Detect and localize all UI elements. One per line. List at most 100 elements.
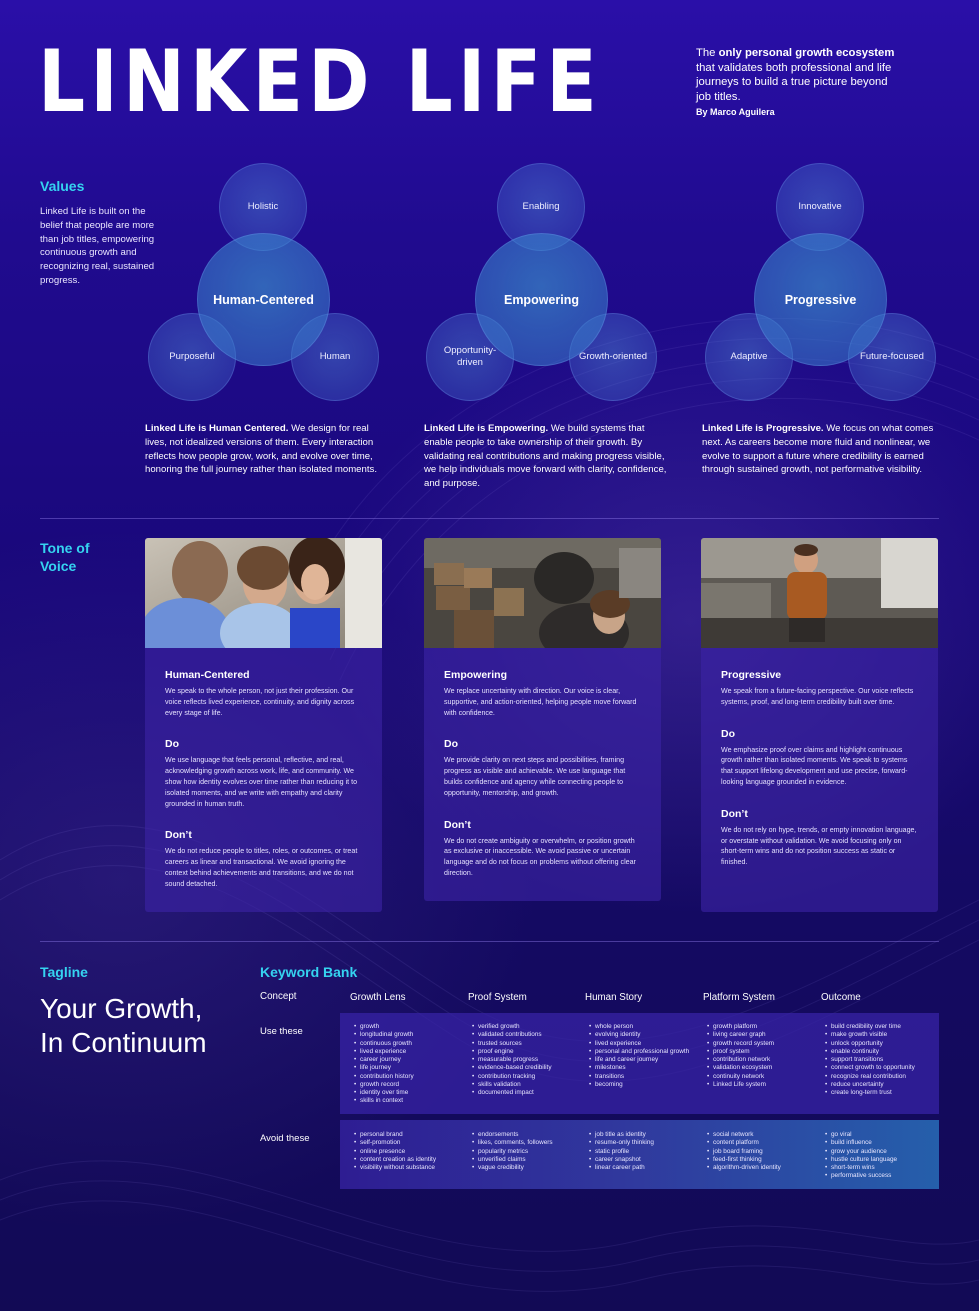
venn-3-center: Progressive [754,233,887,366]
card-1-do-label: Do [165,738,179,751]
keyword-item: linear career path [589,1164,701,1172]
keyword-bank-title: Keyword Bank [260,964,358,980]
card-2-dont-text: We do not create ambiguity or overwhelm,… [444,836,636,877]
keyword-use-label: Use these [260,1026,303,1037]
keyword-item: social network [707,1131,819,1139]
keyword-item: continuous growth [354,1040,466,1048]
card-3-do-label: Do [721,727,735,740]
tone-card-empowering: Empowering We replace uncertainty with d… [424,538,661,901]
keyword-item: career snapshot [589,1156,701,1164]
keyword-item: contribution network [707,1056,819,1064]
keyword-column-growth-lens: Growth Lens [350,992,406,1003]
keyword-item: job title as identity [589,1131,701,1139]
value-description-1: Linked Life is Human Centered. We design… [145,422,390,477]
keyword-item: recognize real contribution [825,1073,937,1081]
keyword-item: build credibility over time [825,1023,937,1031]
keyword-item: content platform [707,1139,819,1147]
card-3-dont-text: We do not rely on hype, trends, or empty… [721,825,917,867]
logo-wordmark: LINKED LIFE [38,32,602,132]
keyword-avoid-list-platform-system: social networkcontent platformjob board … [707,1131,819,1172]
card-2-intro: We replace uncertainty with direction. O… [444,687,637,717]
author-credit: By Marco Aguilera [696,107,775,117]
keyword-item: short-term wins [825,1164,937,1172]
keyword-item: lived experience [589,1040,701,1048]
tagline-line-1: Your Growth, [40,993,203,1024]
keyword-item: connect growth to opportunity [825,1064,937,1072]
keyword-item: trusted sources [472,1040,584,1048]
card-3-do-text: We emphasize proof over claims and highl… [721,745,908,786]
keyword-item: likes, comments, followers [472,1139,584,1147]
keyword-item: unlock opportunity [825,1040,937,1048]
card-3-heading: Progressive [721,669,782,681]
venn-3-right: Future-focused [848,313,936,401]
keyword-item: identity over time [354,1089,466,1097]
keyword-item: endorsements [472,1131,584,1139]
tone-card-progressive: Progressive We speak from a future-facin… [701,538,938,912]
keyword-item: measurable progress [472,1056,584,1064]
keyword-use-list-proof-system: verified growthvalidated contributionstr… [472,1023,584,1097]
keyword-avoid-label: Avoid these [260,1133,310,1144]
keyword-item: personal and professional growth [589,1048,701,1056]
photo-workshop-man [701,538,938,648]
keyword-item: transitions [589,1073,701,1081]
keyword-item: growth platform [707,1023,819,1031]
keyword-item: Linked Life system [707,1081,819,1089]
value-1-lead: Linked Life is Human Centered. [145,423,289,434]
card-2-heading: Empowering [444,669,508,681]
photo-friends-laughing [145,538,382,648]
keyword-item: skills validation [472,1081,584,1089]
keyword-item: static profile [589,1148,701,1156]
card-1-heading: Human-Centered [165,669,250,681]
keyword-item: visibility without substance [354,1164,466,1172]
keyword-item: resume-only thinking [589,1139,701,1147]
keyword-column-outcome: Outcome [821,992,861,1003]
keyword-avoid-list-outcome: go viralbuild influencegrow your audienc… [825,1131,937,1181]
section-divider-2 [40,941,939,942]
card-2-do-label: Do [444,738,458,751]
venn-2-left: Opportunity-driven [426,313,514,401]
keyword-use-list-outcome: build credibility over timemake growth v… [825,1023,937,1097]
keyword-item: validated contributions [472,1031,584,1039]
keyword-item: go viral [825,1131,937,1139]
keyword-item: contribution history [354,1073,466,1081]
card-2-do-text: We provide clarity on next steps and pos… [444,756,626,797]
keyword-item: growth record system [707,1040,819,1048]
card-1-do-text: We use language that feels personal, ref… [165,756,358,808]
keyword-item: growth [354,1023,466,1031]
tone-title: Tone of Voice [40,540,90,574]
keyword-item: lived experience [354,1048,466,1056]
card-2-dont-label: Don’t [444,818,471,831]
brand-logo: LINKED LIFE [38,32,658,132]
tone-card-human-centered: Human-Centered We speak to the whole per… [145,538,382,912]
keyword-item: verified growth [472,1023,584,1031]
tagline-line-2: In Continuum [40,1027,207,1058]
photo-volunteers-boxes [424,538,661,648]
keyword-item: algorithm-driven identity [707,1164,819,1172]
keyword-item: life journey [354,1064,466,1072]
keyword-item: validation ecosystem [707,1064,819,1072]
value-1-text: We design for real lives, not idealized … [145,423,377,476]
keyword-avoid-list-proof-system: endorsementslikes, comments, followerspo… [472,1131,584,1172]
venn-2-center: Empowering [475,233,608,366]
keyword-use-list-growth-lens: growthlongitudinal growthcontinuous grow… [354,1023,466,1106]
keyword-item: proof system [707,1048,819,1056]
keyword-item: enable continuity [825,1048,937,1056]
keyword-use-list-platform-system: growth platformliving career graphgrowth… [707,1023,819,1089]
keyword-item: content creation as identity [354,1156,466,1164]
keyword-item: make growth visible [825,1031,937,1039]
keyword-item: feed-first thinking [707,1156,819,1164]
value-description-3: Linked Life is Progressive. We focus on … [702,422,934,477]
card-1-dont-text: We do not reduce people to titles, roles… [165,847,358,888]
keyword-item: whole person [589,1023,701,1031]
intro-text: that validates both professional and lif… [696,61,892,103]
values-description: Linked Life is built on the belief that … [40,206,155,286]
value-3-lead: Linked Life is Progressive. [702,423,824,434]
intro-prefix: The [696,47,719,59]
venn-1-center: Human-Centered [197,233,330,366]
value-2-text: We build systems that enable people to t… [424,423,667,490]
keyword-item: life and career journey [589,1056,701,1064]
keyword-item: support transitions [825,1056,937,1064]
card-1-dont-label: Don’t [165,829,192,842]
keyword-avoid-list-human-story: job title as identityresume-only thinkin… [589,1131,701,1172]
value-description-2: Linked Life is Empowering. We build syst… [424,422,669,491]
